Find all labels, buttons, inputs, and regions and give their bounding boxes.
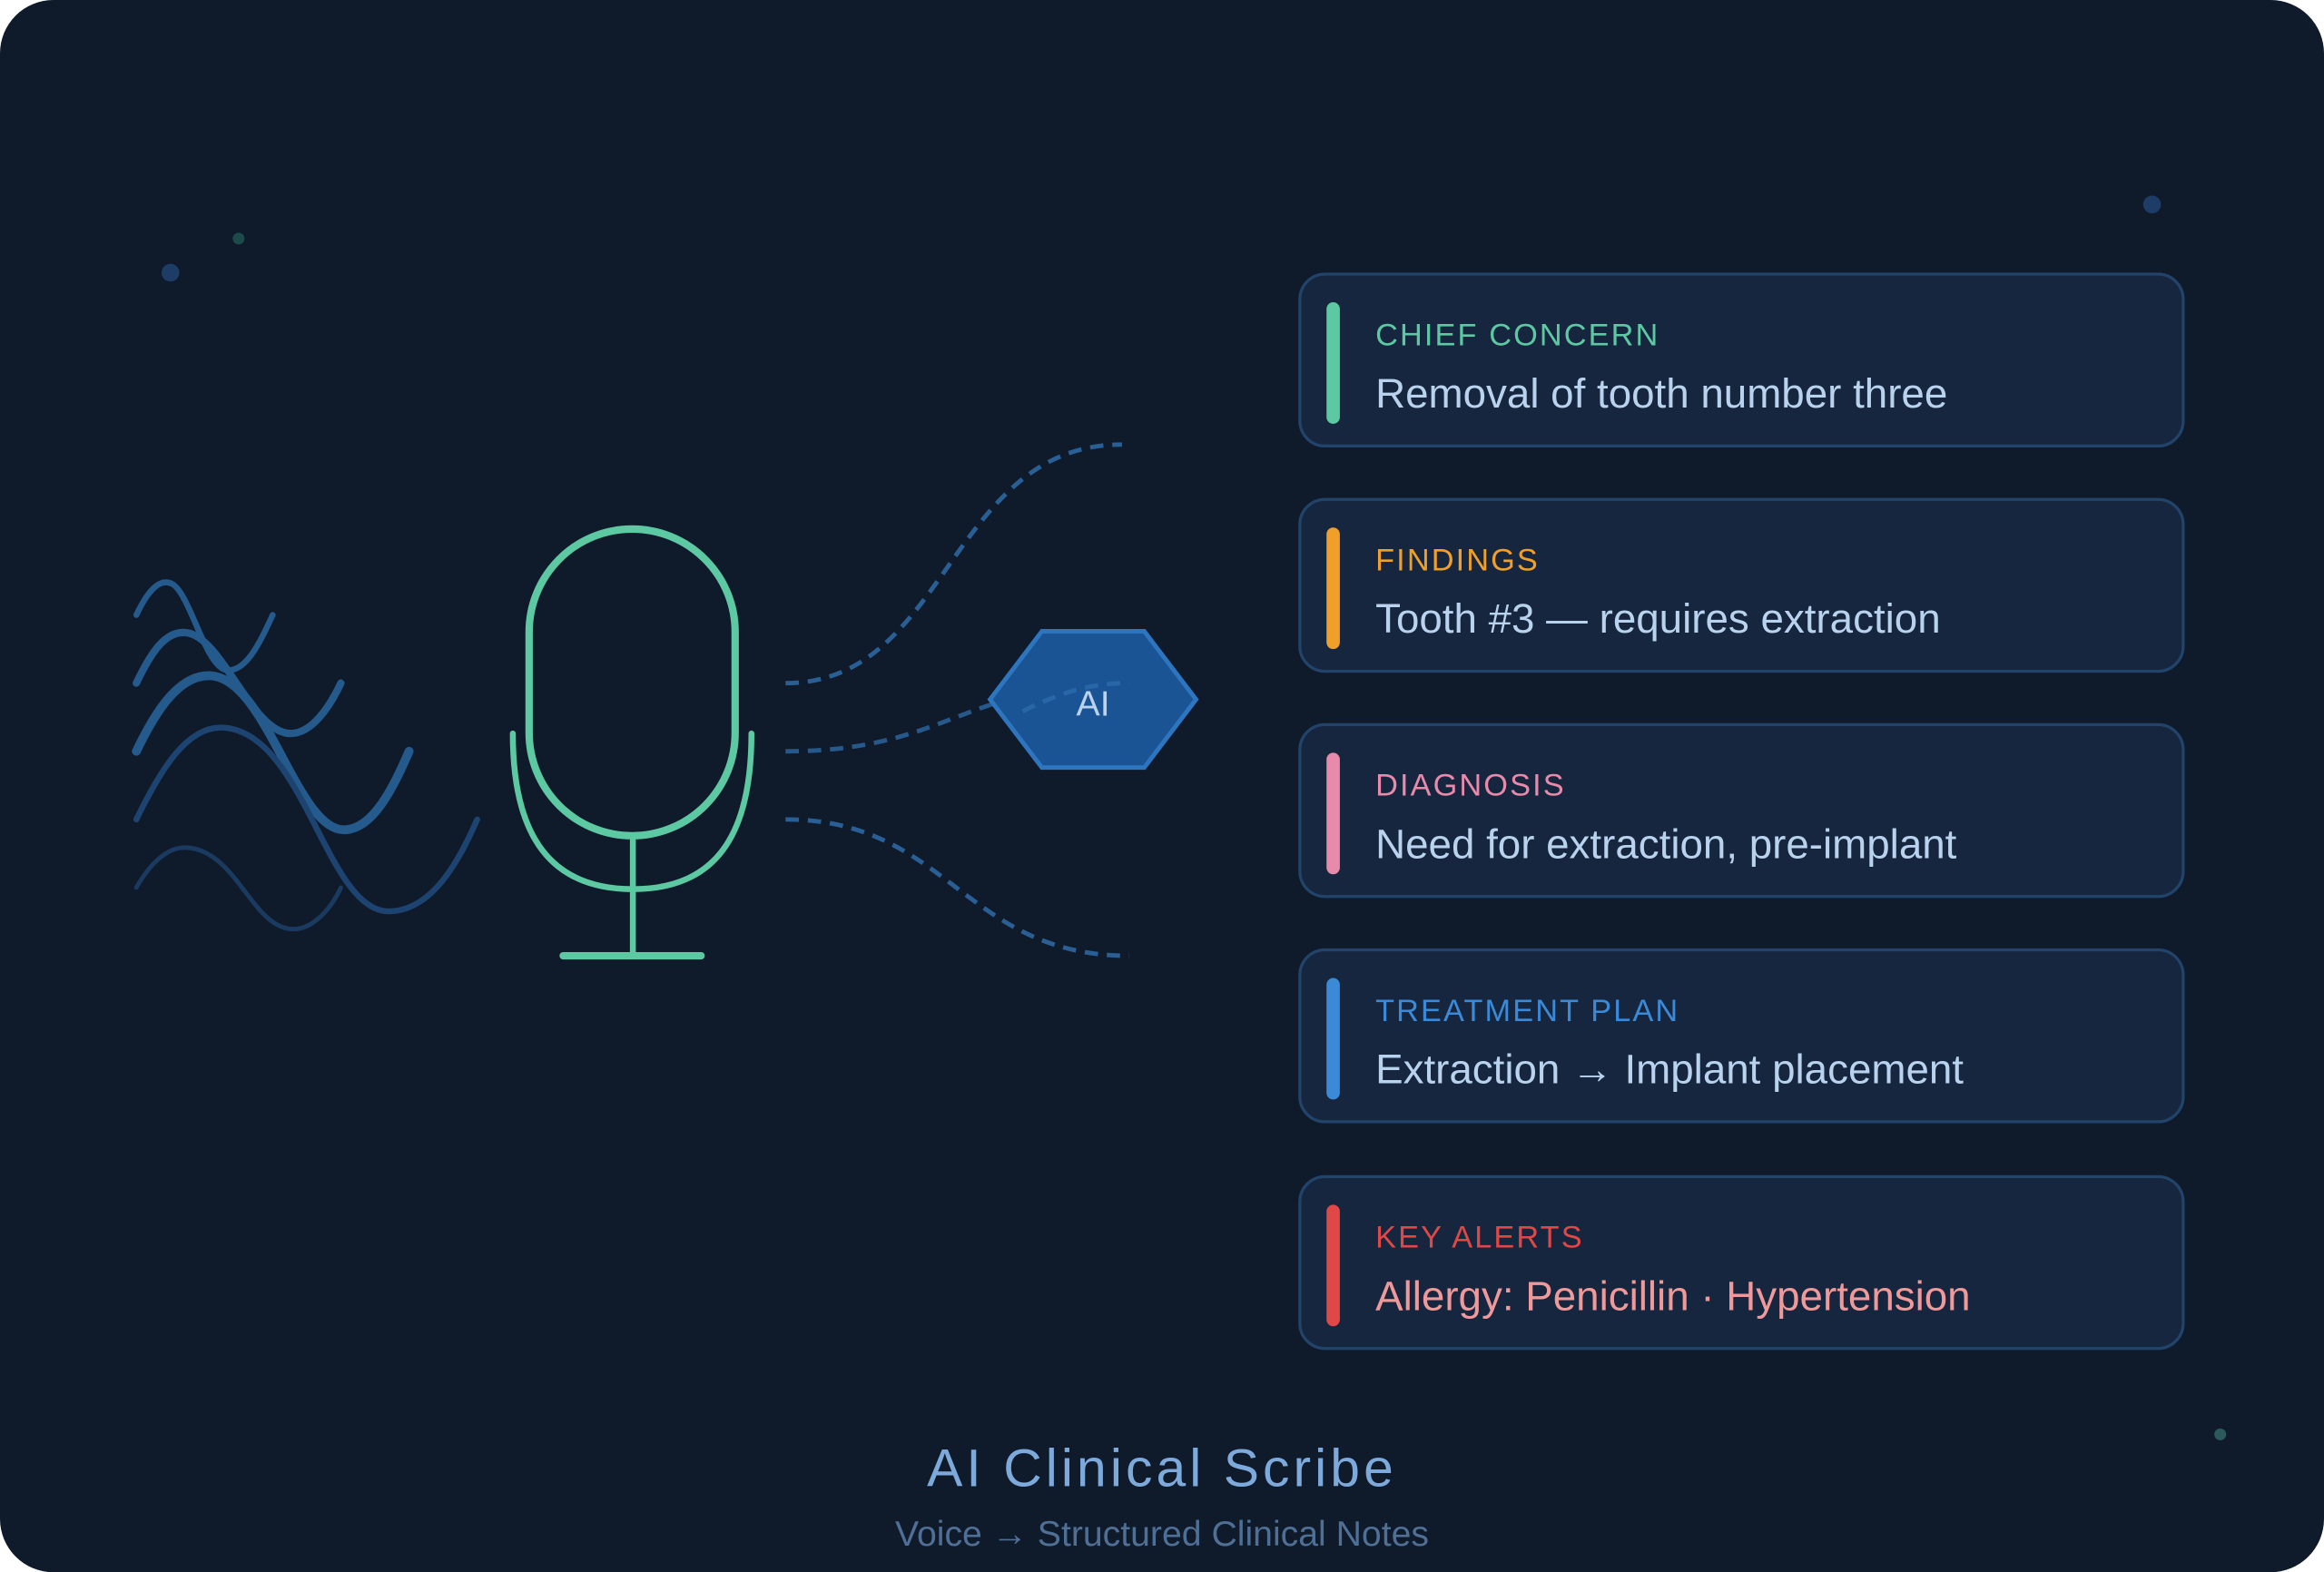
- accent-bar: [1326, 302, 1340, 424]
- accent-bar: [1326, 978, 1340, 1100]
- card-diagnosis: DIAGNOSIS Need for extraction, pre-impla…: [1298, 722, 2185, 899]
- microphone-icon: [509, 525, 755, 960]
- card-label: KEY ALERTS: [1375, 1221, 1584, 1255]
- data-flow-line-overlay: [1021, 681, 1130, 713]
- card-chief-concern: CHIEF CONCERN Removal of tooth number th…: [1298, 272, 2185, 448]
- ai-label: AI: [1076, 684, 1110, 725]
- decorative-dot: [232, 232, 245, 245]
- card-value: Allergy: Penicillin · Hypertension: [1375, 1272, 1971, 1320]
- card-value: Need for extraction, pre-implant: [1375, 820, 1957, 868]
- page-subtitle: Voice → Structured Clinical Notes: [894, 1514, 1430, 1555]
- decorative-dot: [2142, 195, 2162, 214]
- page-title: AI Clinical Scribe: [927, 1437, 1397, 1498]
- ai-processor-hexagon: [987, 629, 1199, 771]
- card-label: CHIEF CONCERN: [1375, 319, 1660, 353]
- decorative-dot: [2214, 1428, 2227, 1440]
- accent-bar: [1326, 527, 1340, 650]
- accent-bar: [1326, 752, 1340, 875]
- card-value: Removal of tooth number three: [1375, 370, 1948, 417]
- card-value: Extraction → Implant placement: [1375, 1046, 1965, 1093]
- card-label: TREATMENT PLAN: [1375, 994, 1680, 1029]
- accent-bar: [1326, 1204, 1340, 1327]
- sound-wave-icon: [132, 579, 480, 932]
- card-findings: FINDINGS Tooth #3 — requires extraction: [1298, 497, 2185, 673]
- card-treatment-plan: TREATMENT PLAN Extraction → Implant plac…: [1298, 948, 2185, 1124]
- card-key-alerts: KEY ALERTS Allergy: Penicillin · Hyperte…: [1298, 1174, 2185, 1351]
- card-label: DIAGNOSIS: [1375, 769, 1566, 803]
- decorative-dot: [161, 263, 180, 282]
- card-value: Tooth #3 — requires extraction: [1375, 595, 1941, 642]
- card-label: FINDINGS: [1375, 544, 1540, 578]
